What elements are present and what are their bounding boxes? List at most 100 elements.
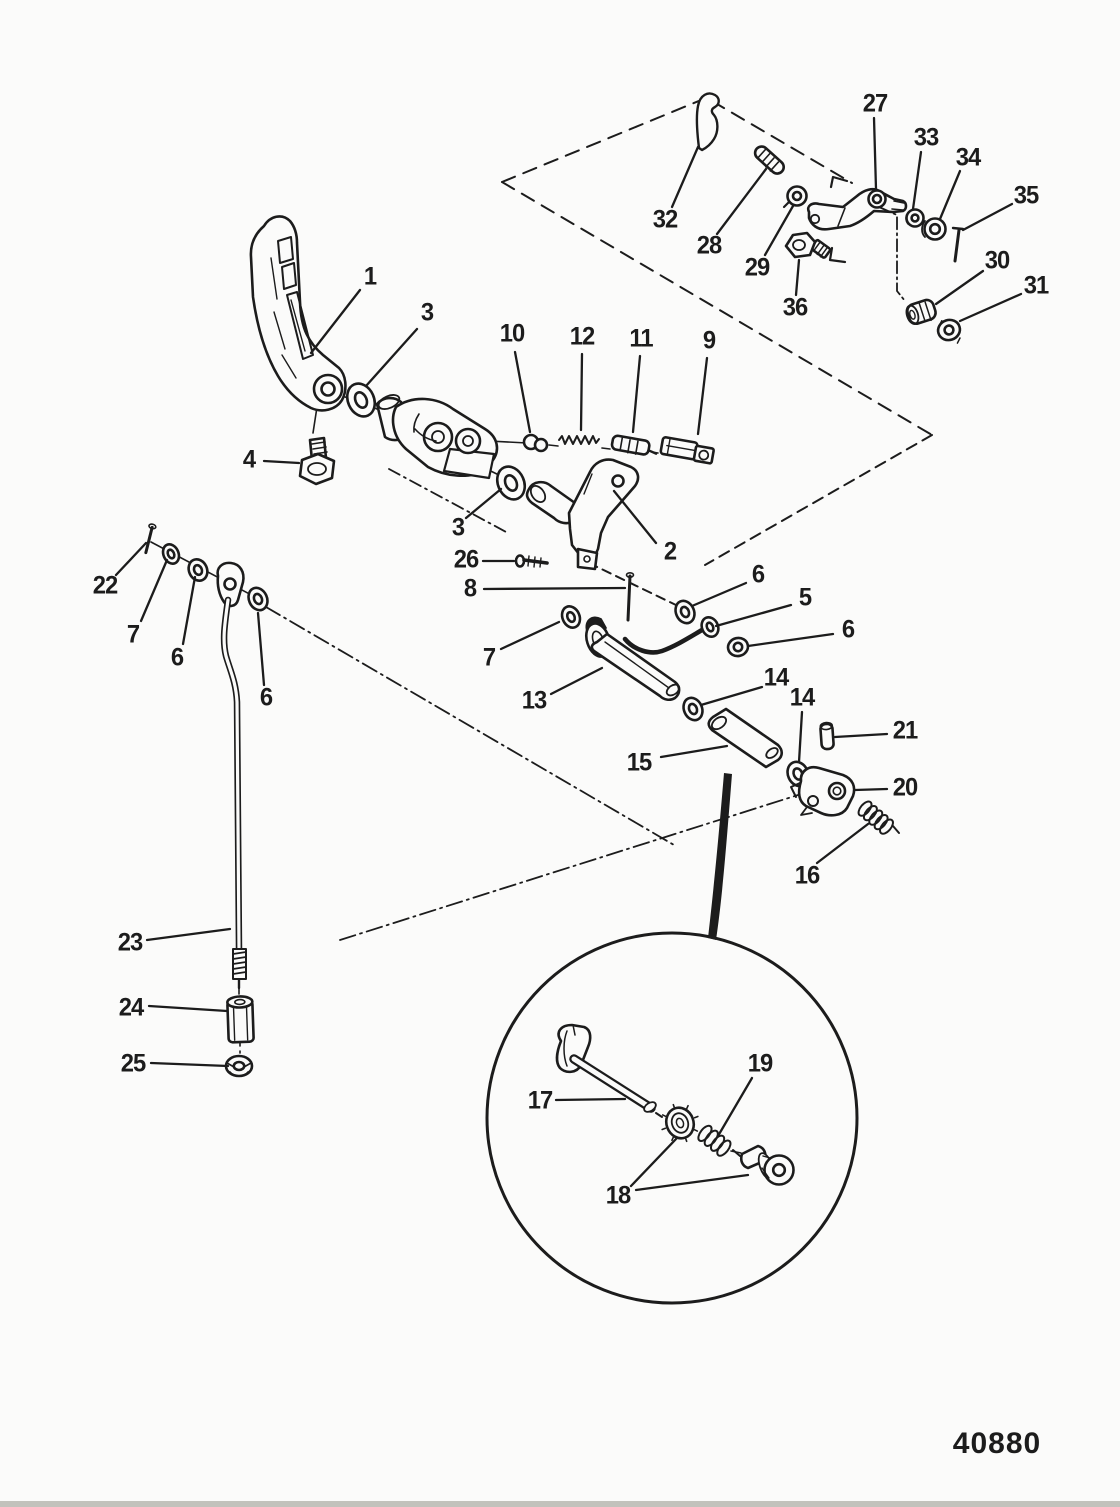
leader-line-part-7 xyxy=(139,558,169,623)
scan-edge-artifact xyxy=(0,1501,1120,1507)
part-7-washer-left xyxy=(161,543,181,565)
leader-line-part-3 xyxy=(364,327,419,388)
callout-part-27-32: 27 xyxy=(862,89,888,118)
leader-line-part-29 xyxy=(763,204,795,257)
callout-part-36-41: 36 xyxy=(782,293,808,322)
part-35-cotter-pin xyxy=(951,226,965,263)
callout-part-13-15: 13 xyxy=(521,686,547,715)
part-27-bracket xyxy=(806,187,908,231)
callout-part-25-28: 25 xyxy=(120,1049,146,1078)
part-12-spring xyxy=(558,435,600,445)
leader-line-part-15 xyxy=(659,744,729,759)
part-24-spacer xyxy=(226,995,255,1044)
callout-part-26-9: 26 xyxy=(453,545,479,574)
part-6-washer-left-2 xyxy=(247,586,269,612)
part-23-rod xyxy=(216,561,247,990)
leader-line-part-3 xyxy=(464,487,503,520)
leader-line-part-36 xyxy=(794,258,801,297)
callout-part-19-30: 19 xyxy=(747,1049,773,1078)
part-9-cable-barrel xyxy=(659,436,715,465)
callout-part-4-2: 4 xyxy=(242,445,256,474)
part-21-pin xyxy=(819,721,835,751)
leader-line-part-35 xyxy=(961,202,1014,232)
callout-part-7-23: 7 xyxy=(126,620,140,649)
part-34-bushing xyxy=(921,217,947,241)
throttle-cam-assembly xyxy=(375,394,499,480)
callout-part-1-0: 1 xyxy=(363,262,377,291)
callout-part-35-35: 35 xyxy=(1013,181,1039,210)
callout-part-18-31: 18 xyxy=(605,1181,631,1210)
callout-part-12-5: 12 xyxy=(569,322,595,351)
leader-line-part-25 xyxy=(149,1061,230,1068)
callout-part-32-38: 32 xyxy=(652,205,678,234)
leader-line-part-20 xyxy=(853,787,889,792)
part-14-washer-a xyxy=(682,696,704,722)
part-30-bushing xyxy=(905,298,937,326)
callout-part-31-37: 31 xyxy=(1023,271,1049,300)
part-28-stud xyxy=(753,145,786,175)
part-16-spring xyxy=(857,800,900,835)
part-33-nut xyxy=(905,208,925,228)
leader-lines-layer xyxy=(114,116,1023,1192)
part-17-idle-lever xyxy=(555,1023,663,1118)
part-11-detent xyxy=(610,434,658,456)
part-19-spring xyxy=(697,1124,741,1157)
leader-line-part-28 xyxy=(715,167,768,236)
callout-part-9-7: 9 xyxy=(702,326,716,355)
callout-part-7-14: 7 xyxy=(482,643,496,672)
leader-line-part-24 xyxy=(147,1004,229,1013)
top-linkage-assembly xyxy=(695,92,965,344)
part-26-screw xyxy=(514,554,549,568)
leader-line-part-11 xyxy=(631,354,642,434)
leader-line-part-16 xyxy=(815,822,870,865)
detent-hardware-row xyxy=(522,433,715,465)
leader-line-part-13 xyxy=(549,666,604,696)
callout-part-33-33: 33 xyxy=(913,123,939,152)
callout-part-29-40: 29 xyxy=(744,253,770,282)
leader-line-part-19 xyxy=(716,1076,754,1138)
leader-line-part-6 xyxy=(181,575,197,646)
part-29-nut xyxy=(782,185,808,209)
part-25-locknut xyxy=(224,1054,254,1078)
callout-part-14-17: 14 xyxy=(789,683,815,712)
callout-part-30-36: 30 xyxy=(984,246,1010,275)
callout-part-3-3: 3 xyxy=(451,513,465,542)
leader-line-part-1 xyxy=(309,288,362,355)
detail-pointer-curve xyxy=(708,773,732,940)
part-8-pin xyxy=(625,571,635,622)
callout-part-23-26: 23 xyxy=(117,928,143,957)
leader-line-part-14 xyxy=(797,710,804,764)
callout-part-34-34: 34 xyxy=(955,143,981,172)
callout-part-6-11: 6 xyxy=(751,560,765,589)
part-6-washer xyxy=(674,599,696,625)
drawing-number: 40880 xyxy=(952,1427,1042,1460)
callout-part-15-18: 15 xyxy=(626,748,652,777)
callout-part-6-24: 6 xyxy=(170,643,184,672)
part-15-spacer-tube xyxy=(707,707,784,769)
callout-part-10-4: 10 xyxy=(499,319,525,348)
callout-part-22-22: 22 xyxy=(92,571,118,600)
callout-part-24-27: 24 xyxy=(118,993,144,1022)
callout-part-14-16: 14 xyxy=(763,663,789,692)
part-2-throttle-arm xyxy=(525,458,640,571)
part-13-bellcrank xyxy=(584,616,681,702)
part-4-bolt xyxy=(298,436,336,486)
leader-line-part-27 xyxy=(872,116,878,191)
callout-part-3-1: 3 xyxy=(420,298,434,327)
leader-line-part-30 xyxy=(934,269,985,306)
part-32-hook xyxy=(695,92,720,152)
link-assembly-5-6-7 xyxy=(560,599,750,658)
leader-line-part-23 xyxy=(145,927,232,942)
bracket-axis-line xyxy=(878,206,906,302)
part-20-cam-follower xyxy=(790,765,856,817)
callout-part-20-20: 20 xyxy=(892,773,918,802)
callout-part-16-21: 16 xyxy=(794,861,820,890)
part-6-nut xyxy=(726,636,750,658)
leader-line-part-7 xyxy=(499,620,561,651)
part-6-washer-left-1 xyxy=(187,558,209,582)
part-5-link-rod xyxy=(622,627,705,655)
callout-part-5-12: 5 xyxy=(798,583,812,612)
part-18-bushing-a xyxy=(661,1103,699,1143)
leader-line-part-31 xyxy=(958,292,1023,323)
